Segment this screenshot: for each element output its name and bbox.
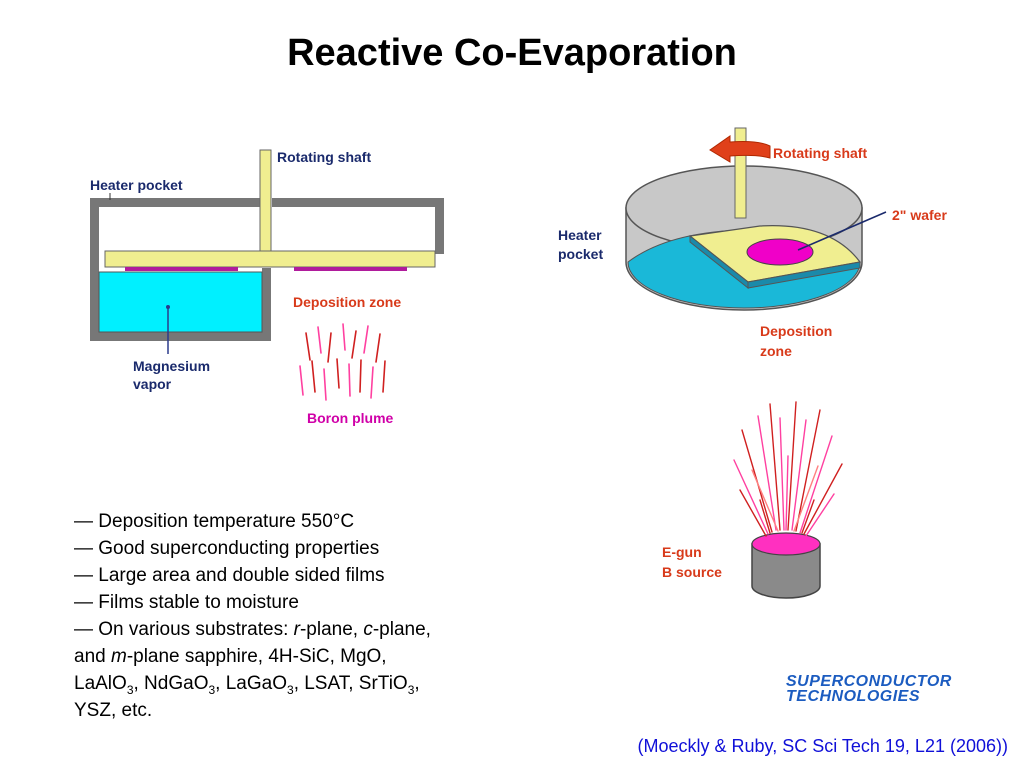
bullet-text: , NdGaO <box>133 673 209 694</box>
subscript: 3 <box>407 682 415 697</box>
egun-crucible-body <box>751 543 821 599</box>
right-label-heater-line1: Heater <box>558 227 602 243</box>
bullet-text: -plane, <box>372 619 431 640</box>
bullet-italic: m <box>110 646 127 667</box>
bullet-text: , <box>414 673 420 694</box>
bullet-line: — Large area and double sided films <box>74 565 385 586</box>
bullet-line: — Deposition temperature 550°C <box>74 511 355 532</box>
right-label-heater-line2: pocket <box>558 246 604 262</box>
bullet-text: and <box>74 646 111 667</box>
bullet-line: and m-plane sapphire, 4H-SiC, MgO, <box>74 643 534 670</box>
wafer-pointer <box>797 211 887 251</box>
bullet-italic: c <box>363 619 373 640</box>
bullet-text: -plane, <box>299 619 364 640</box>
right-label-egun-line1: E-gun <box>662 544 702 560</box>
left-label-boron-plume: Boron plume <box>307 410 394 426</box>
logo-line1: SUPERCONDUCTOR <box>786 673 952 690</box>
left-label-magnesium-line1: Magnesium <box>133 358 211 374</box>
bullet-line: LaAlO3, NdGaO3, LaGaO3, LSAT, SrTiO3, <box>74 670 534 697</box>
left-label-heater-pocket: Heater pocket <box>90 177 183 193</box>
wafer <box>746 238 814 266</box>
right-label-deposition-line1: Deposition <box>760 323 833 339</box>
left-label-deposition-zone: Deposition zone <box>293 294 402 310</box>
right-label-deposition-line2: zone <box>760 343 792 359</box>
subscript: 3 <box>287 682 294 697</box>
right-label-wafer: 2" wafer <box>892 207 947 223</box>
rotation-arrow <box>709 135 771 163</box>
heater-pocket-walls <box>90 198 444 341</box>
left-label-rotating-shaft: Rotating shaft <box>277 149 372 165</box>
bullet-text: LaAlO <box>74 673 127 694</box>
bullet-text: , LSAT, SrTiO <box>293 673 408 694</box>
wafer-platen-edge2 <box>747 261 861 289</box>
egun-plume-strokes <box>733 401 843 537</box>
right-label-egun-line2: B source <box>662 564 722 580</box>
subscript: 3 <box>126 682 134 697</box>
bullet-line: — On various substrates: r-plane, c-plan… <box>74 616 534 643</box>
right-label-rotating-shaft: Rotating shaft <box>773 145 868 161</box>
bullet-line: — Films stable to moisture <box>74 592 299 613</box>
superconductor-technologies-logo: SUPERCONDUCTOR TECHNOLOGIES <box>786 673 952 705</box>
logo-line2: TECHNOLOGIES <box>786 688 921 705</box>
magnesium-pointer-dot <box>166 305 170 309</box>
slide-title: Reactive Co-Evaporation <box>287 32 737 74</box>
right-rotating-shaft <box>734 127 747 219</box>
bullet-line: — Good superconducting properties <box>74 538 380 559</box>
bullet-italic: r <box>293 619 300 640</box>
bullet-list: — Deposition temperature 550°C — Good su… <box>74 508 534 724</box>
boron-plume-strokes <box>299 323 386 401</box>
substrate-right <box>294 267 407 271</box>
bullet-text: , LaGaO <box>215 673 287 694</box>
magnesium-vapor-region <box>98 271 263 333</box>
citation: (Moeckly & Ruby, SC Sci Tech 19, L21 (20… <box>637 736 1009 756</box>
bullet-text: -plane sapphire, 4H-SiC, MgO, <box>126 646 387 667</box>
bullet-line: YSZ, etc. <box>74 700 153 721</box>
egun-crucible-top <box>751 532 821 556</box>
rotating-shaft <box>259 149 272 252</box>
subscript: 3 <box>208 682 216 697</box>
bullet-text: — On various substrates: <box>74 619 294 640</box>
left-label-magnesium-line2: vapor <box>133 376 172 392</box>
substrate-left <box>125 267 238 271</box>
